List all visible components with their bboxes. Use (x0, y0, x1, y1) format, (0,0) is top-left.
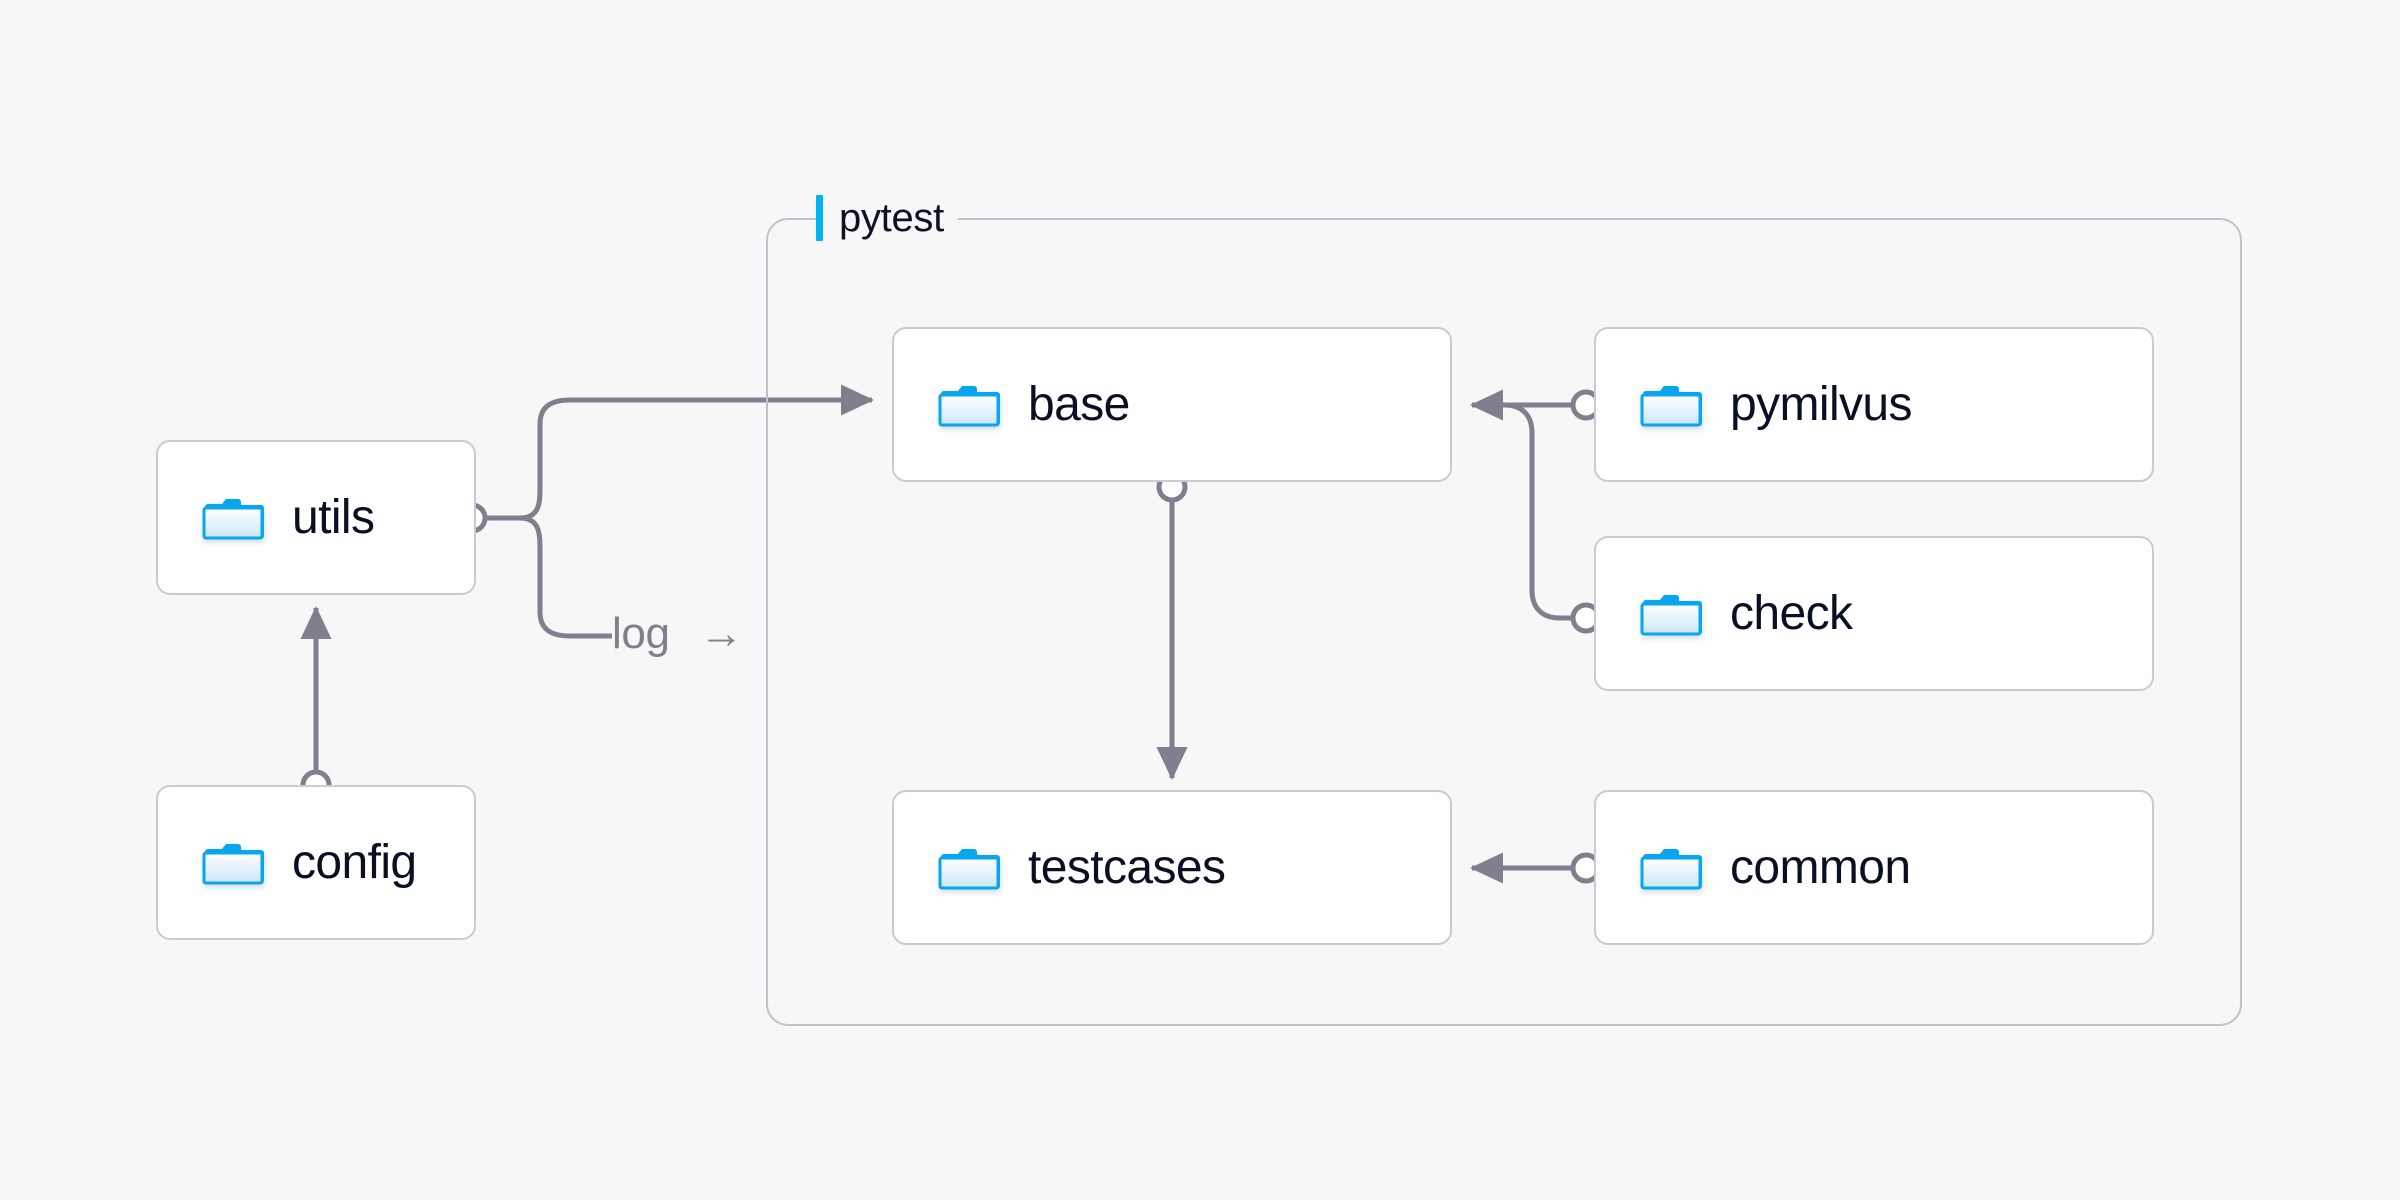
node-label: testcases (1028, 841, 1226, 894)
node-common[interactable]: common (1594, 790, 2154, 945)
group-accent-bar (816, 195, 823, 241)
folder-icon (202, 493, 264, 543)
node-label: utils (292, 491, 375, 544)
node-testcases[interactable]: testcases (892, 790, 1452, 945)
group-label-pytest: pytest (816, 195, 958, 241)
edge-label-log: log → (612, 609, 743, 659)
node-label: check (1730, 587, 1853, 640)
group-title-text: pytest (839, 196, 944, 240)
node-label: common (1730, 841, 1911, 894)
node-base[interactable]: base (892, 327, 1452, 482)
folder-icon (1640, 380, 1702, 430)
folder-icon (1640, 589, 1702, 639)
node-label: config (292, 836, 417, 889)
node-label: base (1028, 378, 1130, 431)
node-utils[interactable]: utils (156, 440, 476, 595)
folder-icon (938, 843, 1000, 893)
node-config[interactable]: config (156, 785, 476, 940)
folder-icon (1640, 843, 1702, 893)
edge-label-log-text: log (612, 609, 670, 658)
node-check[interactable]: check (1594, 536, 2154, 691)
group-container-pytest (766, 218, 2242, 1026)
folder-icon (202, 838, 264, 888)
node-label: pymilvus (1730, 378, 1913, 431)
edge-utils-to-log (519, 515, 612, 639)
node-pymilvus[interactable]: pymilvus (1594, 327, 2154, 482)
arrow-right-icon: → (699, 609, 743, 658)
folder-icon (938, 380, 1000, 430)
